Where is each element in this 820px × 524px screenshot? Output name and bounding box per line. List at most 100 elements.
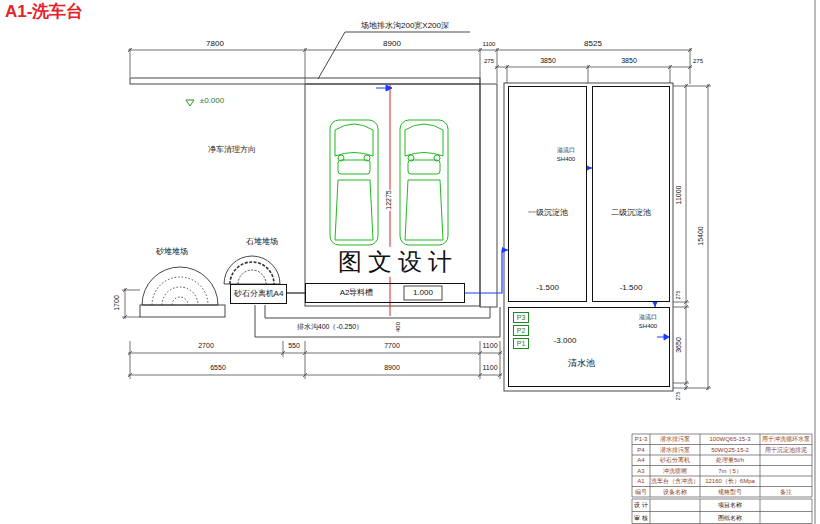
pump-box: P3 (513, 312, 529, 323)
table-cell: 洗车台（含冲洗） (651, 478, 699, 485)
heap-hatch (162, 287, 198, 305)
extension-line (130, 48, 690, 84)
heap-hatch (238, 270, 266, 284)
dimension-label: 7800 (206, 40, 224, 49)
table-cell: 潜水排污泵 (660, 436, 690, 443)
dimension-label: 1100 (482, 342, 497, 350)
extension-line (507, 65, 670, 83)
watermark: 图文设计 (330, 247, 460, 277)
drawing-title: A1-洗车台 (5, 3, 83, 22)
guide-trough: A2导料槽1.000 (305, 283, 465, 303)
node-label: P2 (517, 327, 526, 335)
stone-heap (224, 256, 280, 284)
table-cell: A4 (637, 457, 644, 464)
dimension-label: 6550 (210, 364, 226, 372)
table-cell: 100WQ65-15-3 (709, 436, 750, 443)
car-roof (335, 180, 373, 240)
dimension-label: 3850 (540, 57, 556, 65)
note-label: 场地排水沟200宽X200深 (361, 22, 449, 31)
table-cell: 设备名称 (663, 488, 687, 495)
dimension-line (125, 288, 126, 319)
settling-tank: 二级沉淀池 -1.500 (592, 86, 670, 302)
tank-outline (504, 83, 673, 391)
outlet-label: 溢流口 (557, 147, 575, 154)
dimension-label: 275 (693, 58, 703, 65)
level-symbol (186, 100, 194, 106)
table-cell: 用于冲洗循环水泵 (762, 436, 810, 443)
wash-bay (305, 84, 480, 306)
heap-wall (140, 305, 225, 317)
car-roof (405, 180, 443, 240)
drain-column (480, 84, 497, 307)
sand-heap (142, 267, 218, 305)
dimension-line (495, 67, 692, 68)
table-cell: 12160（长）6Mpa (705, 478, 755, 485)
table-cell: 处理量5t/h (716, 457, 744, 464)
dimension-label: 8900 (384, 364, 400, 372)
ditch-label: 排水沟400（-0.250） (297, 323, 364, 331)
table-cell: A3 (637, 467, 644, 474)
node-label: 清水池 (568, 359, 595, 369)
equipment-table-grid (632, 434, 812, 524)
heap-hatch (152, 277, 208, 305)
direction-note: 净车清理方向 (208, 146, 256, 155)
node-label: 二级沉淀池 (611, 209, 651, 218)
heap-hatch (172, 297, 188, 305)
elevation-label: ±0.000 (200, 97, 224, 106)
heap-hatch (230, 262, 274, 284)
dimension-tick (122, 288, 140, 319)
level-box (404, 286, 442, 300)
table-column-line (632, 434, 812, 497)
node-label: P3 (517, 314, 526, 322)
dimension-line (128, 375, 502, 376)
outlet-label: 溢流口 (639, 314, 657, 321)
car-mirror (408, 155, 414, 161)
level-value: -1.500 (536, 284, 559, 293)
table-cell: 砂石分离机 (660, 457, 690, 464)
drawing-frame (815, 0, 816, 524)
dimension-label: 275 (676, 291, 682, 299)
area-label: 石堆堆场 (246, 238, 278, 247)
node-label: A2导料槽 (340, 289, 374, 298)
dimension-label: 1100 (482, 364, 497, 372)
car-symbol (330, 120, 378, 245)
level-value: -1.500 (620, 284, 643, 293)
table-cell: 备注 (780, 488, 792, 495)
node-label: P1 (517, 340, 526, 348)
dimension-label: 8900 (383, 40, 401, 49)
table-cell: 编号 (635, 488, 647, 495)
dimension-line (128, 50, 692, 51)
dimension-label: 2700 (198, 342, 214, 350)
extension-line (130, 341, 500, 379)
dimension-label: 11000 (675, 186, 683, 205)
dimension-lines (122, 48, 711, 390)
dimension-label: 7700 (384, 342, 400, 350)
table-cell: P1-3 (635, 436, 648, 443)
dimension-tick (684, 84, 688, 390)
node-label: 砂石分离机A4 (234, 290, 284, 299)
title-block-row-line (632, 499, 812, 524)
dimension-label: 3850 (621, 57, 637, 65)
dimension-label: 15400 (697, 226, 705, 245)
heap-outline (224, 256, 280, 284)
table-cell: 7m（5） (718, 467, 742, 474)
separator-box: 砂石分离机A4 (230, 284, 287, 304)
title-block-cell: 设 计 (634, 502, 648, 509)
car-mirror (338, 155, 344, 161)
extension-line (673, 86, 711, 388)
car-mirror (434, 155, 440, 161)
dimension-label: 12275 (385, 189, 393, 210)
car-mirror (364, 155, 370, 161)
dimension-label: 275 (484, 58, 494, 65)
flow-arrow (376, 88, 386, 89)
drain-ditch (265, 305, 490, 318)
frame-line (815, 0, 816, 524)
outlet-label: SH400 (557, 156, 575, 163)
table-cell: 潜水排污泵 (660, 446, 690, 453)
car-windshield (338, 160, 370, 174)
dimension-label: 1700 (113, 295, 121, 311)
flow-arrow-head (386, 85, 392, 91)
table-cell: 规格型号 (718, 488, 742, 495)
leader-line (318, 32, 345, 79)
